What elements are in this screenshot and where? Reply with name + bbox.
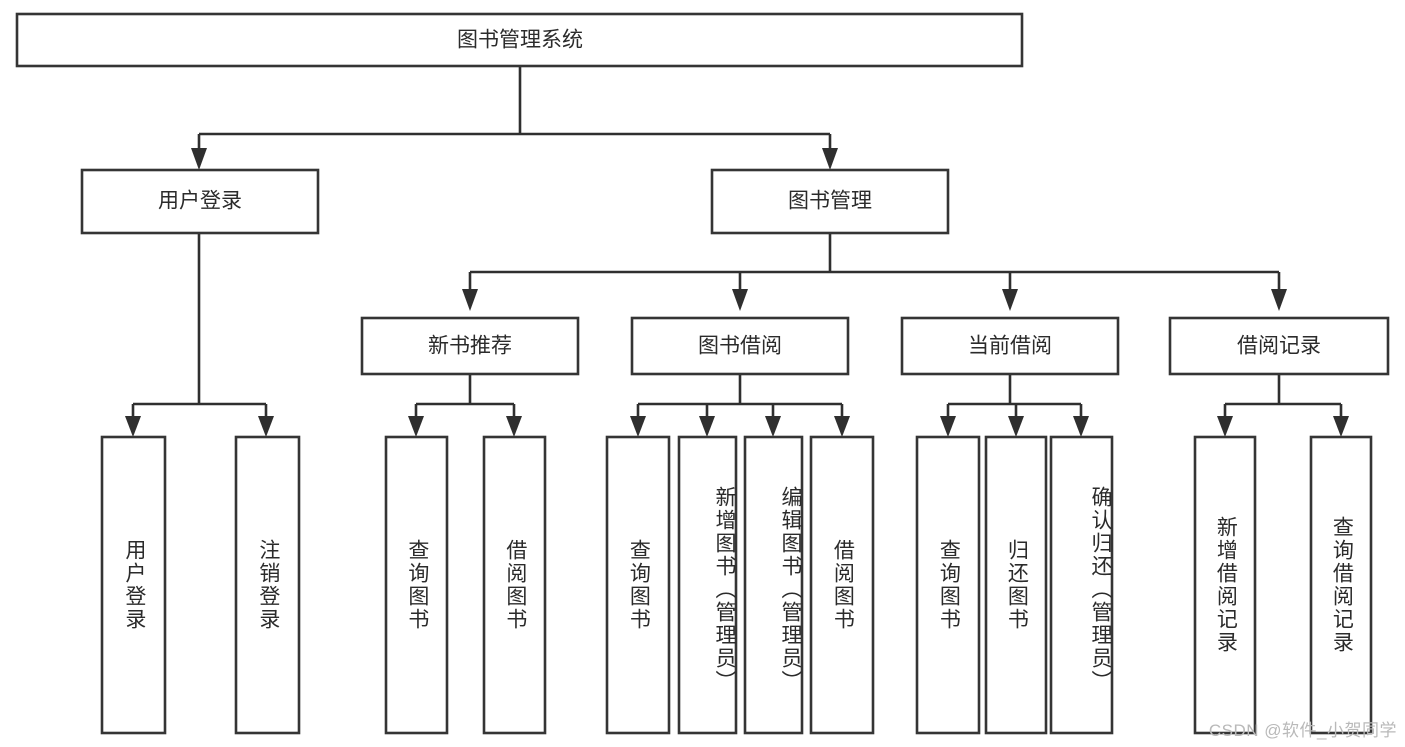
connectors-book-borrow-to-leaves — [630, 374, 850, 437]
arrow-leaf-return-book — [1008, 416, 1024, 437]
leaf-borrow-book-1-box[interactable] — [482, 435, 547, 735]
arrow-leaf-add-record — [1217, 416, 1233, 437]
connectors-user-login-to-leaves — [125, 233, 274, 437]
leaf-user-logout-box[interactable] — [234, 435, 301, 735]
node-book-management-box[interactable] — [710, 168, 950, 235]
connectors-current-borrow-to-leaves — [940, 374, 1089, 437]
arrow-to-new-book-recommend — [462, 289, 478, 311]
node-current-borrow-label: 当前借阅 — [968, 335, 1052, 358]
connectors-book-management-to-level2 — [462, 233, 1287, 311]
arrow-to-book-borrow — [732, 289, 748, 311]
node-borrow-record[interactable]: 借阅记录 — [1168, 316, 1390, 376]
leaf-query-book-1-box[interactable] — [384, 435, 449, 735]
node-user-login-box[interactable] — [80, 168, 320, 235]
leaf-edit-book-box[interactable] — [743, 435, 804, 735]
arrow-leaf-query-book-1 — [408, 416, 424, 437]
arrow-leaf-query-record — [1333, 416, 1349, 437]
node-root[interactable]: 图书管理系统 — [15, 12, 1024, 68]
leaf-return-book-box[interactable] — [984, 435, 1048, 735]
node-book-borrow[interactable]: 图书借阅 — [630, 316, 850, 376]
arrow-to-user-login — [191, 148, 207, 170]
arrow-leaf-borrow-book-2 — [834, 416, 850, 437]
arrow-leaf-user-logout — [258, 416, 274, 437]
node-root-box[interactable] — [15, 12, 1024, 68]
arrow-leaf-add-book — [699, 416, 715, 437]
node-new-book-recommend-box[interactable] — [360, 316, 580, 376]
arrow-leaf-user-login — [125, 416, 141, 437]
connectors-new-book-to-leaves — [408, 374, 522, 437]
arrow-leaf-query-book-3 — [940, 416, 956, 437]
leaf-add-book-box[interactable] — [677, 435, 738, 735]
arrow-leaf-edit-book — [765, 416, 781, 437]
node-book-management[interactable]: 图书管理 — [710, 168, 950, 235]
arrow-leaf-query-book-2 — [630, 416, 646, 437]
leaf-query-book-3-box[interactable] — [915, 435, 981, 735]
connectors-borrow-record-to-leaves — [1217, 374, 1349, 437]
arrow-to-book-management — [822, 148, 838, 170]
node-new-book-recommend[interactable]: 新书推荐 — [360, 316, 580, 376]
arrow-to-current-borrow — [1002, 289, 1018, 311]
connectors-root-to-level1 — [191, 66, 838, 170]
leaf-boxes — [100, 435, 1373, 735]
leaf-user-login-box[interactable] — [100, 435, 167, 735]
leaf-query-record-box[interactable] — [1309, 435, 1373, 735]
leaf-confirm-return-box[interactable] — [1049, 435, 1114, 735]
node-current-borrow[interactable]: 当前借阅 — [900, 316, 1120, 376]
arrow-leaf-borrow-book-1 — [506, 416, 522, 437]
leaf-add-record-box[interactable] — [1193, 435, 1257, 735]
arrow-leaf-confirm-return — [1073, 416, 1089, 437]
node-new-book-recommend-label: 新书推荐 — [428, 335, 512, 358]
csdn-watermark: CSDN @软件_小贺同学 — [1208, 721, 1397, 740]
leaf-query-book-2-box[interactable] — [605, 435, 671, 735]
node-book-management-label: 图书管理 — [788, 190, 872, 213]
arrow-to-borrow-record — [1271, 289, 1287, 311]
node-user-login[interactable]: 用户登录 — [80, 168, 320, 235]
node-book-borrow-box[interactable] — [630, 316, 850, 376]
node-user-login-label: 用户登录 — [158, 190, 242, 213]
node-borrow-record-label: 借阅记录 — [1237, 335, 1321, 358]
leaf-borrow-book-2-box[interactable] — [809, 435, 875, 735]
node-borrow-record-box[interactable] — [1168, 316, 1390, 376]
node-book-borrow-label: 图书借阅 — [698, 335, 782, 358]
node-root-label: 图书管理系统 — [457, 29, 583, 52]
node-current-borrow-box[interactable] — [900, 316, 1120, 376]
